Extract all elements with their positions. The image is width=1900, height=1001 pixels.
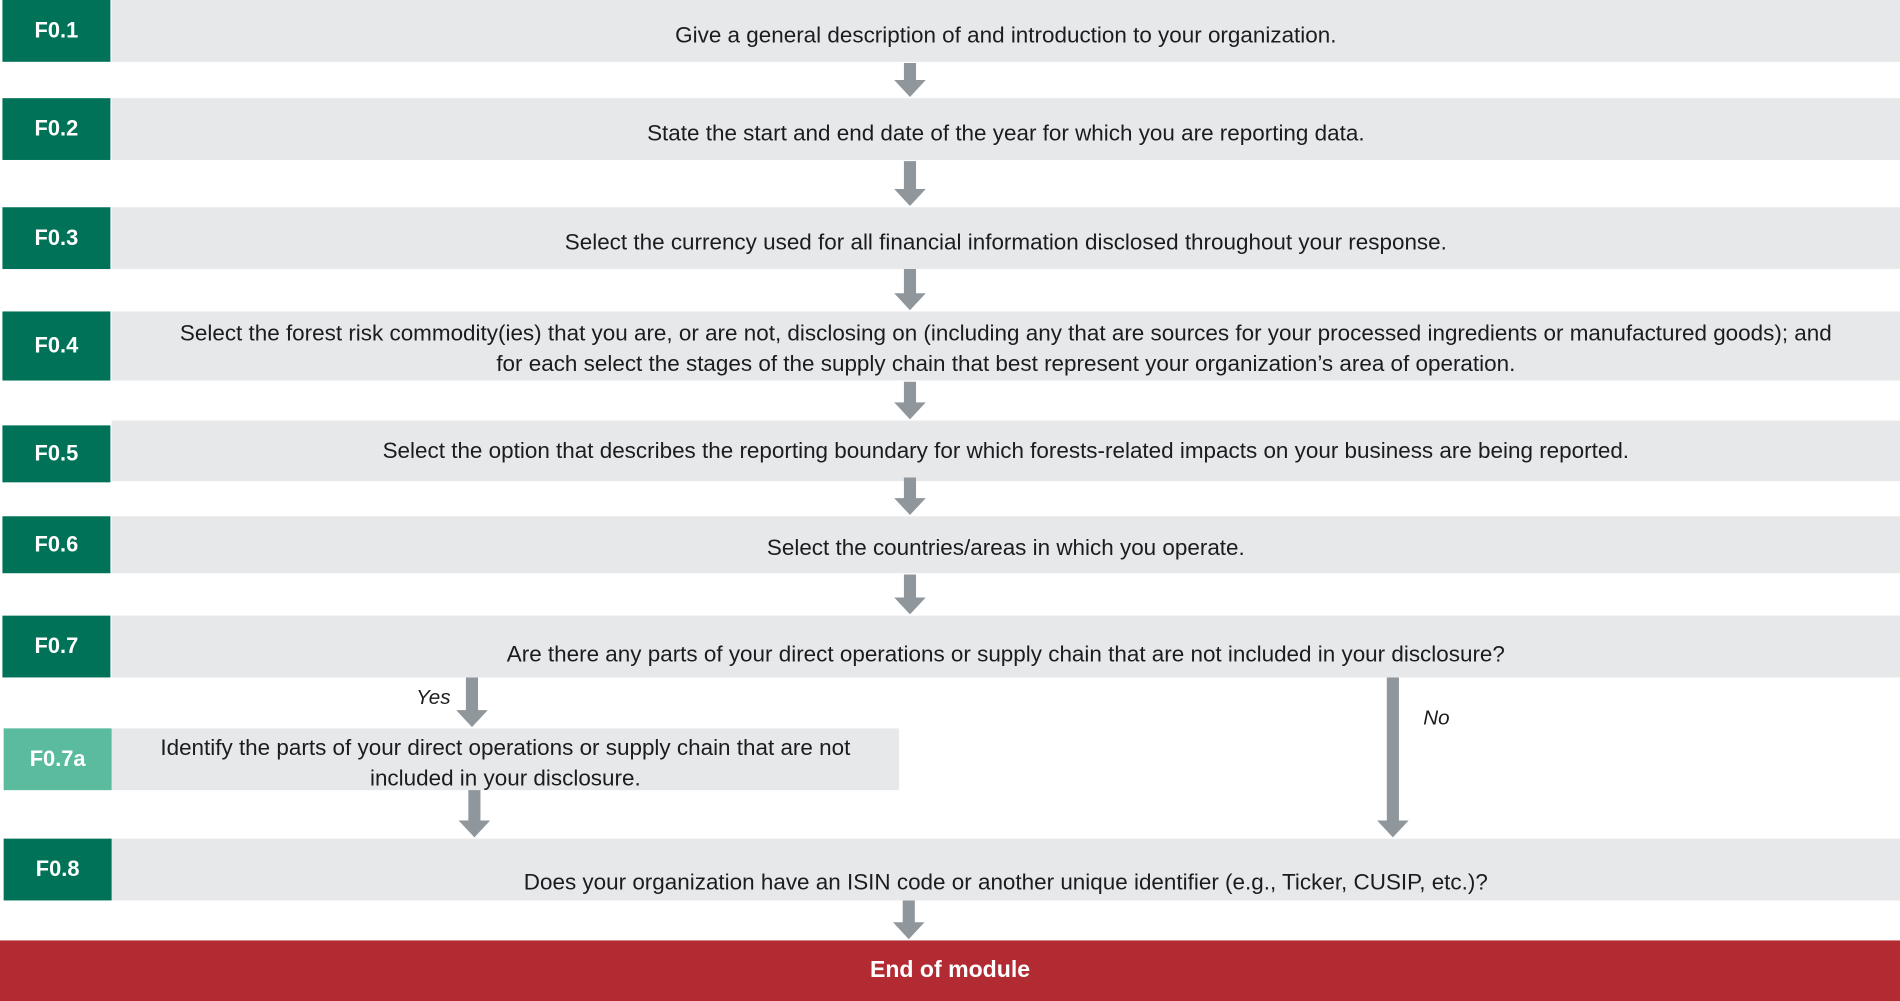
- step-code: F0.2: [2, 98, 111, 160]
- step-text-line-2: for each select the stages of the supply…: [496, 350, 1516, 376]
- arrow-yes-to-f0-7a: [456, 677, 488, 728]
- step-text: Give a general description of and introd…: [675, 21, 1337, 48]
- step-f0-3: F0.3 Select the currency used for all fi…: [0, 207, 1900, 270]
- arrow-no-to-f0-8: [1377, 677, 1409, 838]
- end-of-module-banner: End of module: [0, 940, 1900, 1001]
- step-f0-1: F0.1 Give a general description of and i…: [0, 0, 1900, 63]
- step-bar: [111, 0, 1900, 62]
- step-bar: [111, 98, 1900, 160]
- step-code: F0.8: [3, 838, 112, 901]
- arrow-f0-5-to-f0-6: [894, 477, 926, 516]
- step-text: State the start and end date of the year…: [647, 119, 1365, 146]
- arrow-f0-4-to-f0-5: [894, 381, 926, 420]
- arrow-down-icon: [894, 477, 926, 516]
- arrow-down-icon: [456, 677, 488, 728]
- step-f0-4: F0.4 Select the forest risk commodity(ie…: [0, 311, 1900, 381]
- step-bar: [111, 207, 1900, 270]
- step-code: F0.7a: [3, 728, 112, 791]
- step-code: F0.3: [2, 207, 111, 270]
- step-f0-8: F0.8 Does your organization have an ISIN…: [0, 838, 1900, 902]
- step-text: Does your organization have an ISIN code…: [523, 868, 1488, 895]
- step-text: Are there any parts of your direct opera…: [506, 641, 1505, 667]
- arrow-f0-3-to-f0-4: [894, 269, 926, 311]
- step-bar: [111, 420, 1900, 482]
- step-text: Select the countries/areas in which you …: [766, 534, 1245, 560]
- arrow-f0-8-to-end: [892, 900, 925, 940]
- step-text: Select the option that describes the rep…: [382, 437, 1630, 463]
- arrow-down-icon: [1377, 677, 1409, 838]
- step-text-line-2: included in your disclosure.: [369, 764, 641, 791]
- arrow-f0-6-to-f0-7: [894, 574, 926, 615]
- step-code: F0.6: [2, 516, 111, 574]
- arrow-down-icon: [892, 900, 925, 940]
- step-f0-7: F0.7 Are there any parts of your direct …: [0, 615, 1900, 679]
- step-bar: [111, 516, 1900, 574]
- step-code: F0.7: [2, 615, 111, 678]
- step-bar: [111, 615, 1900, 678]
- arrow-down-icon: [894, 63, 926, 97]
- step-bar: [111, 311, 1900, 381]
- arrow-down-icon: [894, 269, 926, 311]
- branch-label-yes: Yes: [416, 685, 451, 709]
- arrow-down-icon: [894, 574, 926, 615]
- arrow-f0-1-to-f0-2: [894, 63, 926, 97]
- arrow-down-icon: [894, 161, 926, 207]
- branch-label-no: No: [1423, 706, 1450, 730]
- step-text-line-1: Select the forest risk commodity(ies) th…: [179, 319, 1832, 346]
- step-f0-2: F0.2 State the start and end date of the…: [0, 98, 1900, 161]
- step-f0-5: F0.5 Select the option that describes th…: [0, 420, 1900, 484]
- arrow-f0-2-to-f0-3: [894, 161, 926, 207]
- step-text: Select the currency used for all financi…: [564, 229, 1447, 255]
- step-code: F0.4: [2, 311, 111, 381]
- step-f0-6: F0.6 Select the countries/areas in which…: [0, 516, 1900, 574]
- step-bar: [111, 728, 900, 791]
- arrow-f0-7a-to-f0-8: [458, 790, 491, 838]
- step-text-line-1: Identify the parts of your direct operat…: [160, 734, 851, 760]
- arrow-down-icon: [894, 381, 926, 420]
- step-bar: [111, 838, 1900, 901]
- step-f0-7a: F0.7a Identify the parts of your direct …: [0, 728, 900, 791]
- step-code: F0.1: [2, 0, 111, 62]
- step-code: F0.5: [2, 425, 111, 483]
- arrow-down-icon: [458, 790, 491, 838]
